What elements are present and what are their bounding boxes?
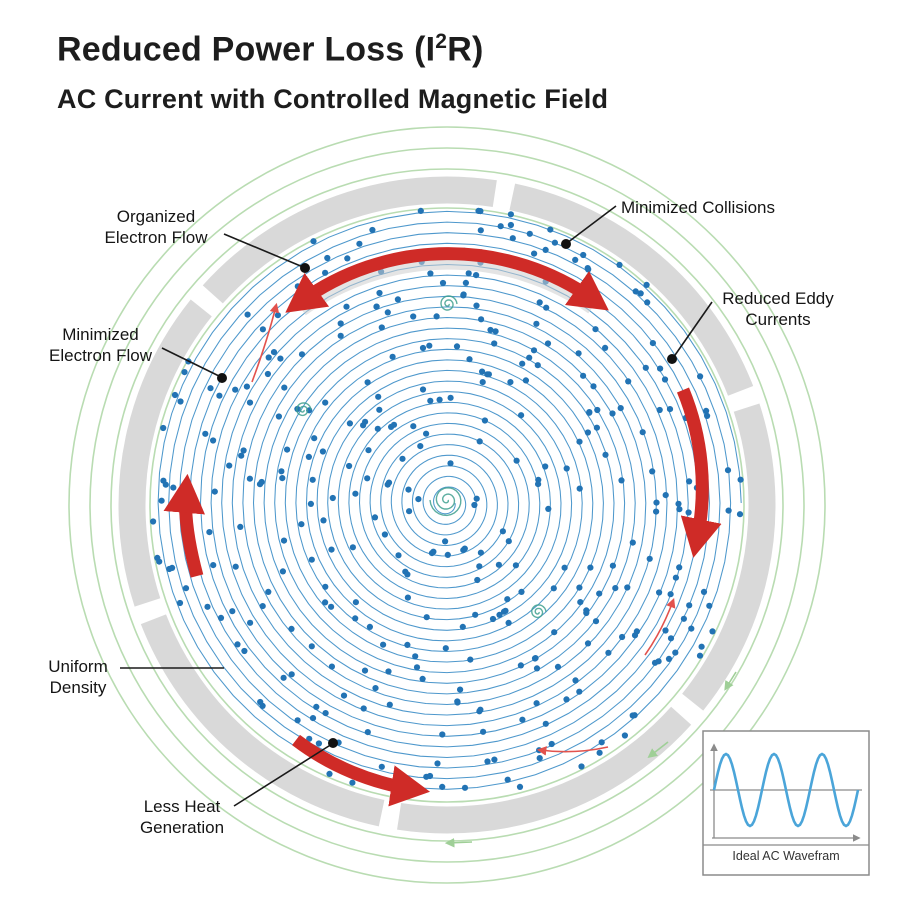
flow-arrow-left [163,473,206,578]
page-title: Reduced Power Loss (I2R) [57,30,483,69]
title-superscript: 2 [435,30,448,53]
title-text-end: R) [447,30,484,69]
page-subtitle: AC Current with Controlled Magnetic Fiel… [57,84,609,114]
flow-arrow-right [676,387,722,558]
stator-ring [118,176,776,834]
label-minimized-electron-flow: Minimized Electron Flow [49,325,152,365]
label-organized-electron-flow: Organized Electron Flow [104,207,208,247]
flow-arrow-bottom [292,734,430,807]
field-direction-ticks [444,671,737,848]
inset-caption: Ideal AC Wavefram [732,849,840,863]
flow-arrow-top [285,247,609,313]
electron-dots [150,207,744,798]
ac-sine-wave [712,752,860,828]
label-less-heat-generation: Less Heat Generation [139,797,225,837]
ac-flow-arrows [163,247,722,807]
title-text: Reduced Power Loss (I [57,30,436,69]
thin-current-arrows [251,302,676,756]
leader-lines [120,205,713,807]
inset-waveform-box [702,730,870,876]
label-uniform-density: Uniform Density [48,657,108,697]
label-reduced-eddy-currents: Reduced Eddy Currents [722,289,834,329]
electron-coil [157,210,742,790]
label-minimized-collisions: Minimized Collisions [621,198,775,217]
